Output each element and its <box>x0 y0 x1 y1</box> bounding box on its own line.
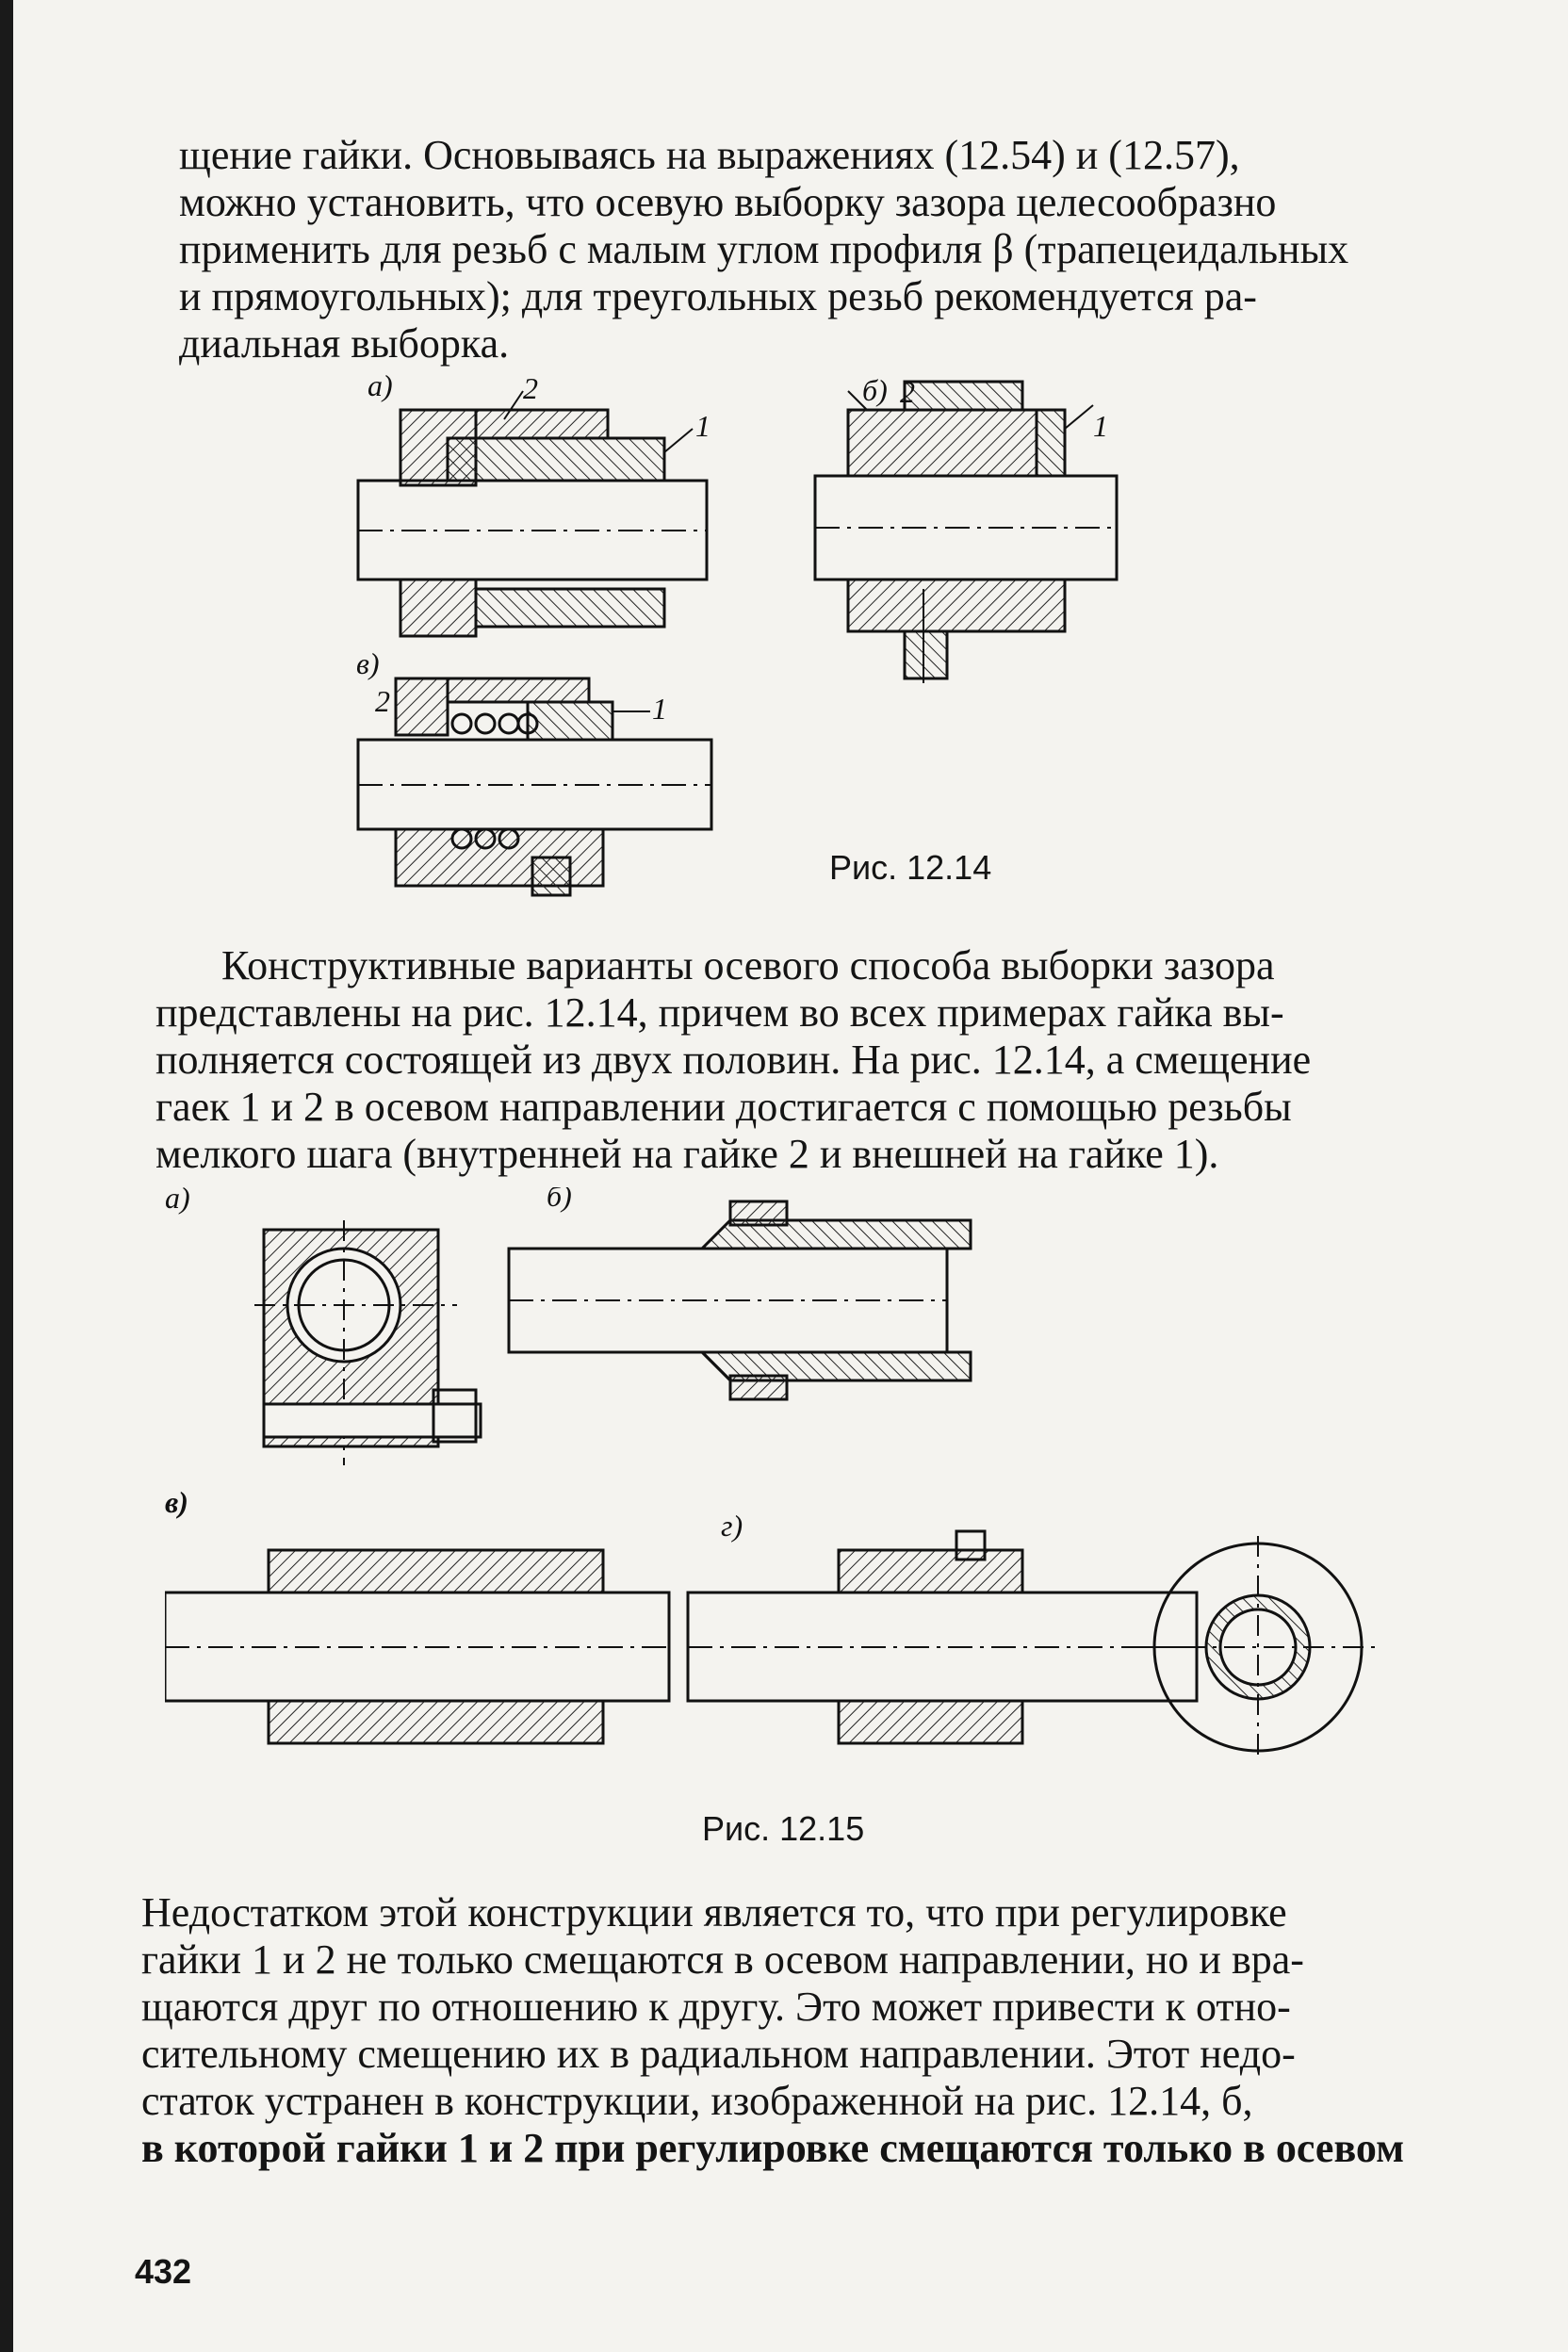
figure-12-15: а) б) в) г) <box>165 1187 1376 1762</box>
text-line: полняется состоящей из двух половин. На … <box>155 1037 1312 1083</box>
label-2: 2 <box>900 375 915 409</box>
text-line: и прямоугольных); для треугольных резьб … <box>179 273 1257 319</box>
figure-caption: Рис. 12.15 <box>702 1809 865 1848</box>
text-line: можно установить, что осевую выборку заз… <box>179 179 1277 225</box>
label-v: в) <box>165 1485 188 1519</box>
label-1: 1 <box>695 409 710 443</box>
text-line: щаются друг по отношению к другу. Это мо… <box>141 1984 1291 2030</box>
drawing-g <box>686 1529 1376 1762</box>
text-line: Недостатком этой конструкции является то… <box>141 1889 1287 1936</box>
drawing-a <box>356 390 709 638</box>
text-line: сительному смещению их в радиальном напр… <box>141 2031 1296 2077</box>
text-line: гаек 1 и 2 в осевом направлении достигае… <box>155 1084 1292 1130</box>
paragraph-description: Конструктивные варианты осевого способа … <box>155 942 1432 1178</box>
text-line: применить для резьб с малым углом профил… <box>179 226 1349 272</box>
text-line: статок устранен в конструкции, изображен… <box>141 2078 1253 2124</box>
label-1: 1 <box>1093 409 1108 443</box>
drawing-a <box>254 1220 482 1465</box>
page-number: 432 <box>135 2252 192 2291</box>
figure-12-14: а) 2 1 б) 2 1 в) 2 1 <box>356 368 1119 897</box>
label-b: б) <box>547 1187 572 1213</box>
text-line: представлены на рис. 12.14, причем во вс… <box>155 989 1284 1036</box>
drawing-v <box>165 1548 671 1745</box>
label-b: б) <box>862 373 888 407</box>
label-a: а) <box>165 1187 190 1215</box>
figure-caption: Рис. 12.14 <box>829 848 992 887</box>
label-v: в) <box>356 646 380 680</box>
label-g: г) <box>721 1509 743 1543</box>
text-line: мелкого шага (внутренней на гайке 2 и вн… <box>155 1131 1219 1177</box>
text-line: гайки 1 и 2 не только смещаются в осевом… <box>141 1936 1304 1983</box>
label-2: 2 <box>375 684 390 718</box>
label-a: а) <box>368 368 393 402</box>
text-line: диальная выборка. <box>179 320 510 367</box>
page-edge-shadow <box>0 0 13 2352</box>
drawing-b <box>813 380 1119 683</box>
text-line: Конструктивные варианты осевого способа … <box>221 942 1275 988</box>
drawing-v <box>356 677 713 897</box>
paragraph-drawback: Недостатком этой конструкции является то… <box>141 1889 1428 2172</box>
paragraph-intro: щение гайки. Основываясь на выражениях (… <box>179 132 1442 368</box>
text-line: щение гайки. Основываясь на выражениях (… <box>179 132 1240 178</box>
label-1: 1 <box>652 692 667 726</box>
label-2: 2 <box>523 371 538 405</box>
text-line: в которой гайки 1 и 2 при регулировке см… <box>141 2125 1405 2171</box>
drawing-b <box>507 1200 972 1401</box>
